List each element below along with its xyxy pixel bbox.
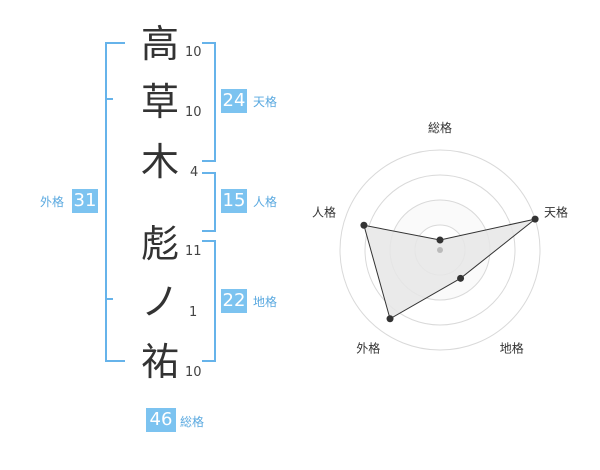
soukaku-label: 総格 [180,415,205,429]
radar-ring-4 [339,149,541,351]
gaikaku-label: 外格 [40,195,65,209]
soukaku-value-box: 46 [146,408,176,432]
gaikaku-bracket-tick-1 [105,98,113,100]
stroke-count-5: 1 [189,305,198,320]
radar-axis-label-1: 総格 [428,120,452,135]
chikaku-value-box: 22 [221,289,247,313]
radar-point-4 [386,315,394,323]
jinkaku-label: 人格 [253,195,278,209]
gaikaku-bracket-tick-2 [105,298,113,300]
radar-axis-label-4: 外格 [356,341,380,356]
radar-point-2 [531,215,539,223]
name-character-3: 木 [140,140,179,184]
radar-point-1 [436,236,444,244]
radar-center-dot [437,247,443,253]
name-character-5: ノ [140,280,179,324]
name-character-2: 草 [140,80,179,124]
jinkaku-value-box: 15 [221,189,247,213]
radar-ring-2 [389,199,491,301]
chikaku-bracket [202,240,216,362]
stroke-count-1: 10 [185,45,202,60]
radar-ring-3 [364,174,516,326]
radar-shape [363,218,536,320]
stroke-count-3: 4 [190,165,199,180]
stroke-count-4: 11 [185,244,202,259]
name-character-1: 高 [140,22,179,66]
tenkaku-value-box: 24 [221,89,247,113]
gaikaku-bracket [105,42,125,362]
radar-point-3 [457,274,465,282]
name-character-4: 彪 [140,222,179,266]
radar-axis-label-3: 地格 [500,341,524,356]
jinkaku-bracket [202,172,216,232]
radar-ring-1 [414,224,466,276]
stroke-count-2: 10 [185,105,202,120]
stroke-count-6: 10 [185,365,202,380]
radar-axis-label-2: 天格 [544,204,568,219]
tenkaku-label: 天格 [253,95,278,109]
radar-axis-label-5: 人格 [312,204,336,219]
tenkaku-bracket [202,42,216,162]
chikaku-label: 地格 [253,295,278,309]
radar-point-5 [360,221,368,229]
gaikaku-value-box: 31 [72,189,98,213]
name-character-6: 祐 [140,340,179,384]
